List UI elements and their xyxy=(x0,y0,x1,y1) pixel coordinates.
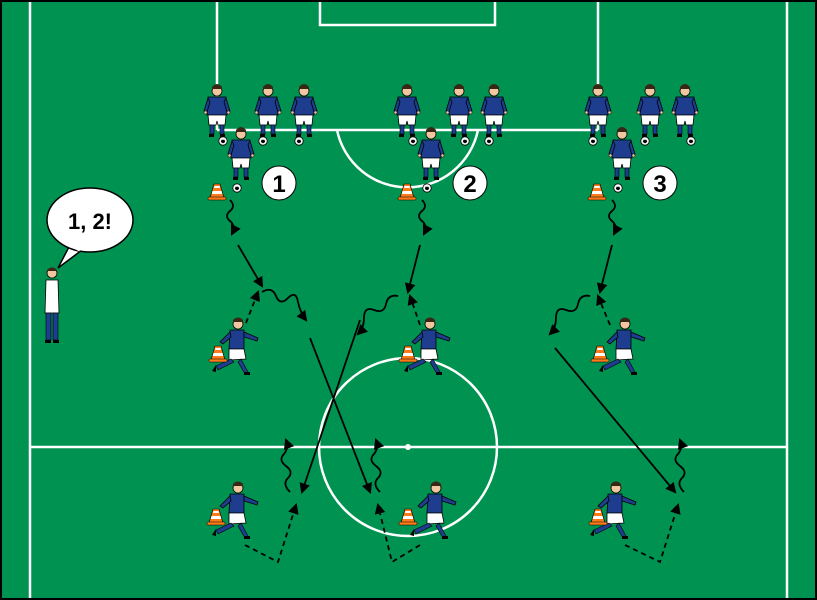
station-number-2: 2 xyxy=(452,165,488,201)
dribble-arrow xyxy=(418,199,433,236)
station-label: 1 xyxy=(272,171,285,198)
soccer-ball xyxy=(484,136,494,146)
pass-arrow xyxy=(596,244,613,295)
pass-arrow xyxy=(309,337,372,495)
dribble-arrow xyxy=(226,199,241,236)
station-label: 3 xyxy=(653,171,666,198)
station-number-3: 3 xyxy=(642,165,678,201)
pass-arrow xyxy=(404,244,421,295)
soccer-ball xyxy=(422,183,432,193)
dribble-arrow xyxy=(548,294,591,336)
dribble-arrow xyxy=(261,288,308,322)
soccer-ball xyxy=(613,183,623,193)
soccer-ball xyxy=(294,136,304,146)
pass-arrow xyxy=(299,319,361,495)
soccer-ball xyxy=(460,136,470,146)
coach-speech: 1, 2! xyxy=(68,209,112,234)
station-number-1: 1 xyxy=(261,165,297,201)
soccer-ball xyxy=(408,136,418,146)
movement-arrows xyxy=(226,199,689,495)
dribble-arrow xyxy=(608,199,623,236)
coach-body xyxy=(44,279,60,314)
station-label: 2 xyxy=(463,171,476,198)
center-spot xyxy=(405,444,411,450)
pass-arrow xyxy=(237,244,264,288)
speech-bubble: 1, 2! xyxy=(46,187,134,269)
soccer-ball xyxy=(258,136,268,146)
dribble-arrow xyxy=(280,437,295,493)
soccer-ball xyxy=(232,183,242,193)
soccer-ball xyxy=(686,136,696,146)
dribble-arrow xyxy=(370,437,385,493)
dribble-arrow xyxy=(356,294,399,336)
soccer-ball xyxy=(640,136,650,146)
soccer-ball xyxy=(218,136,228,146)
dashed-arrows xyxy=(244,289,681,564)
coach xyxy=(44,267,60,343)
soccer-ball xyxy=(588,136,598,146)
pass-arrow xyxy=(554,347,677,494)
dribble-arrow xyxy=(674,437,689,493)
